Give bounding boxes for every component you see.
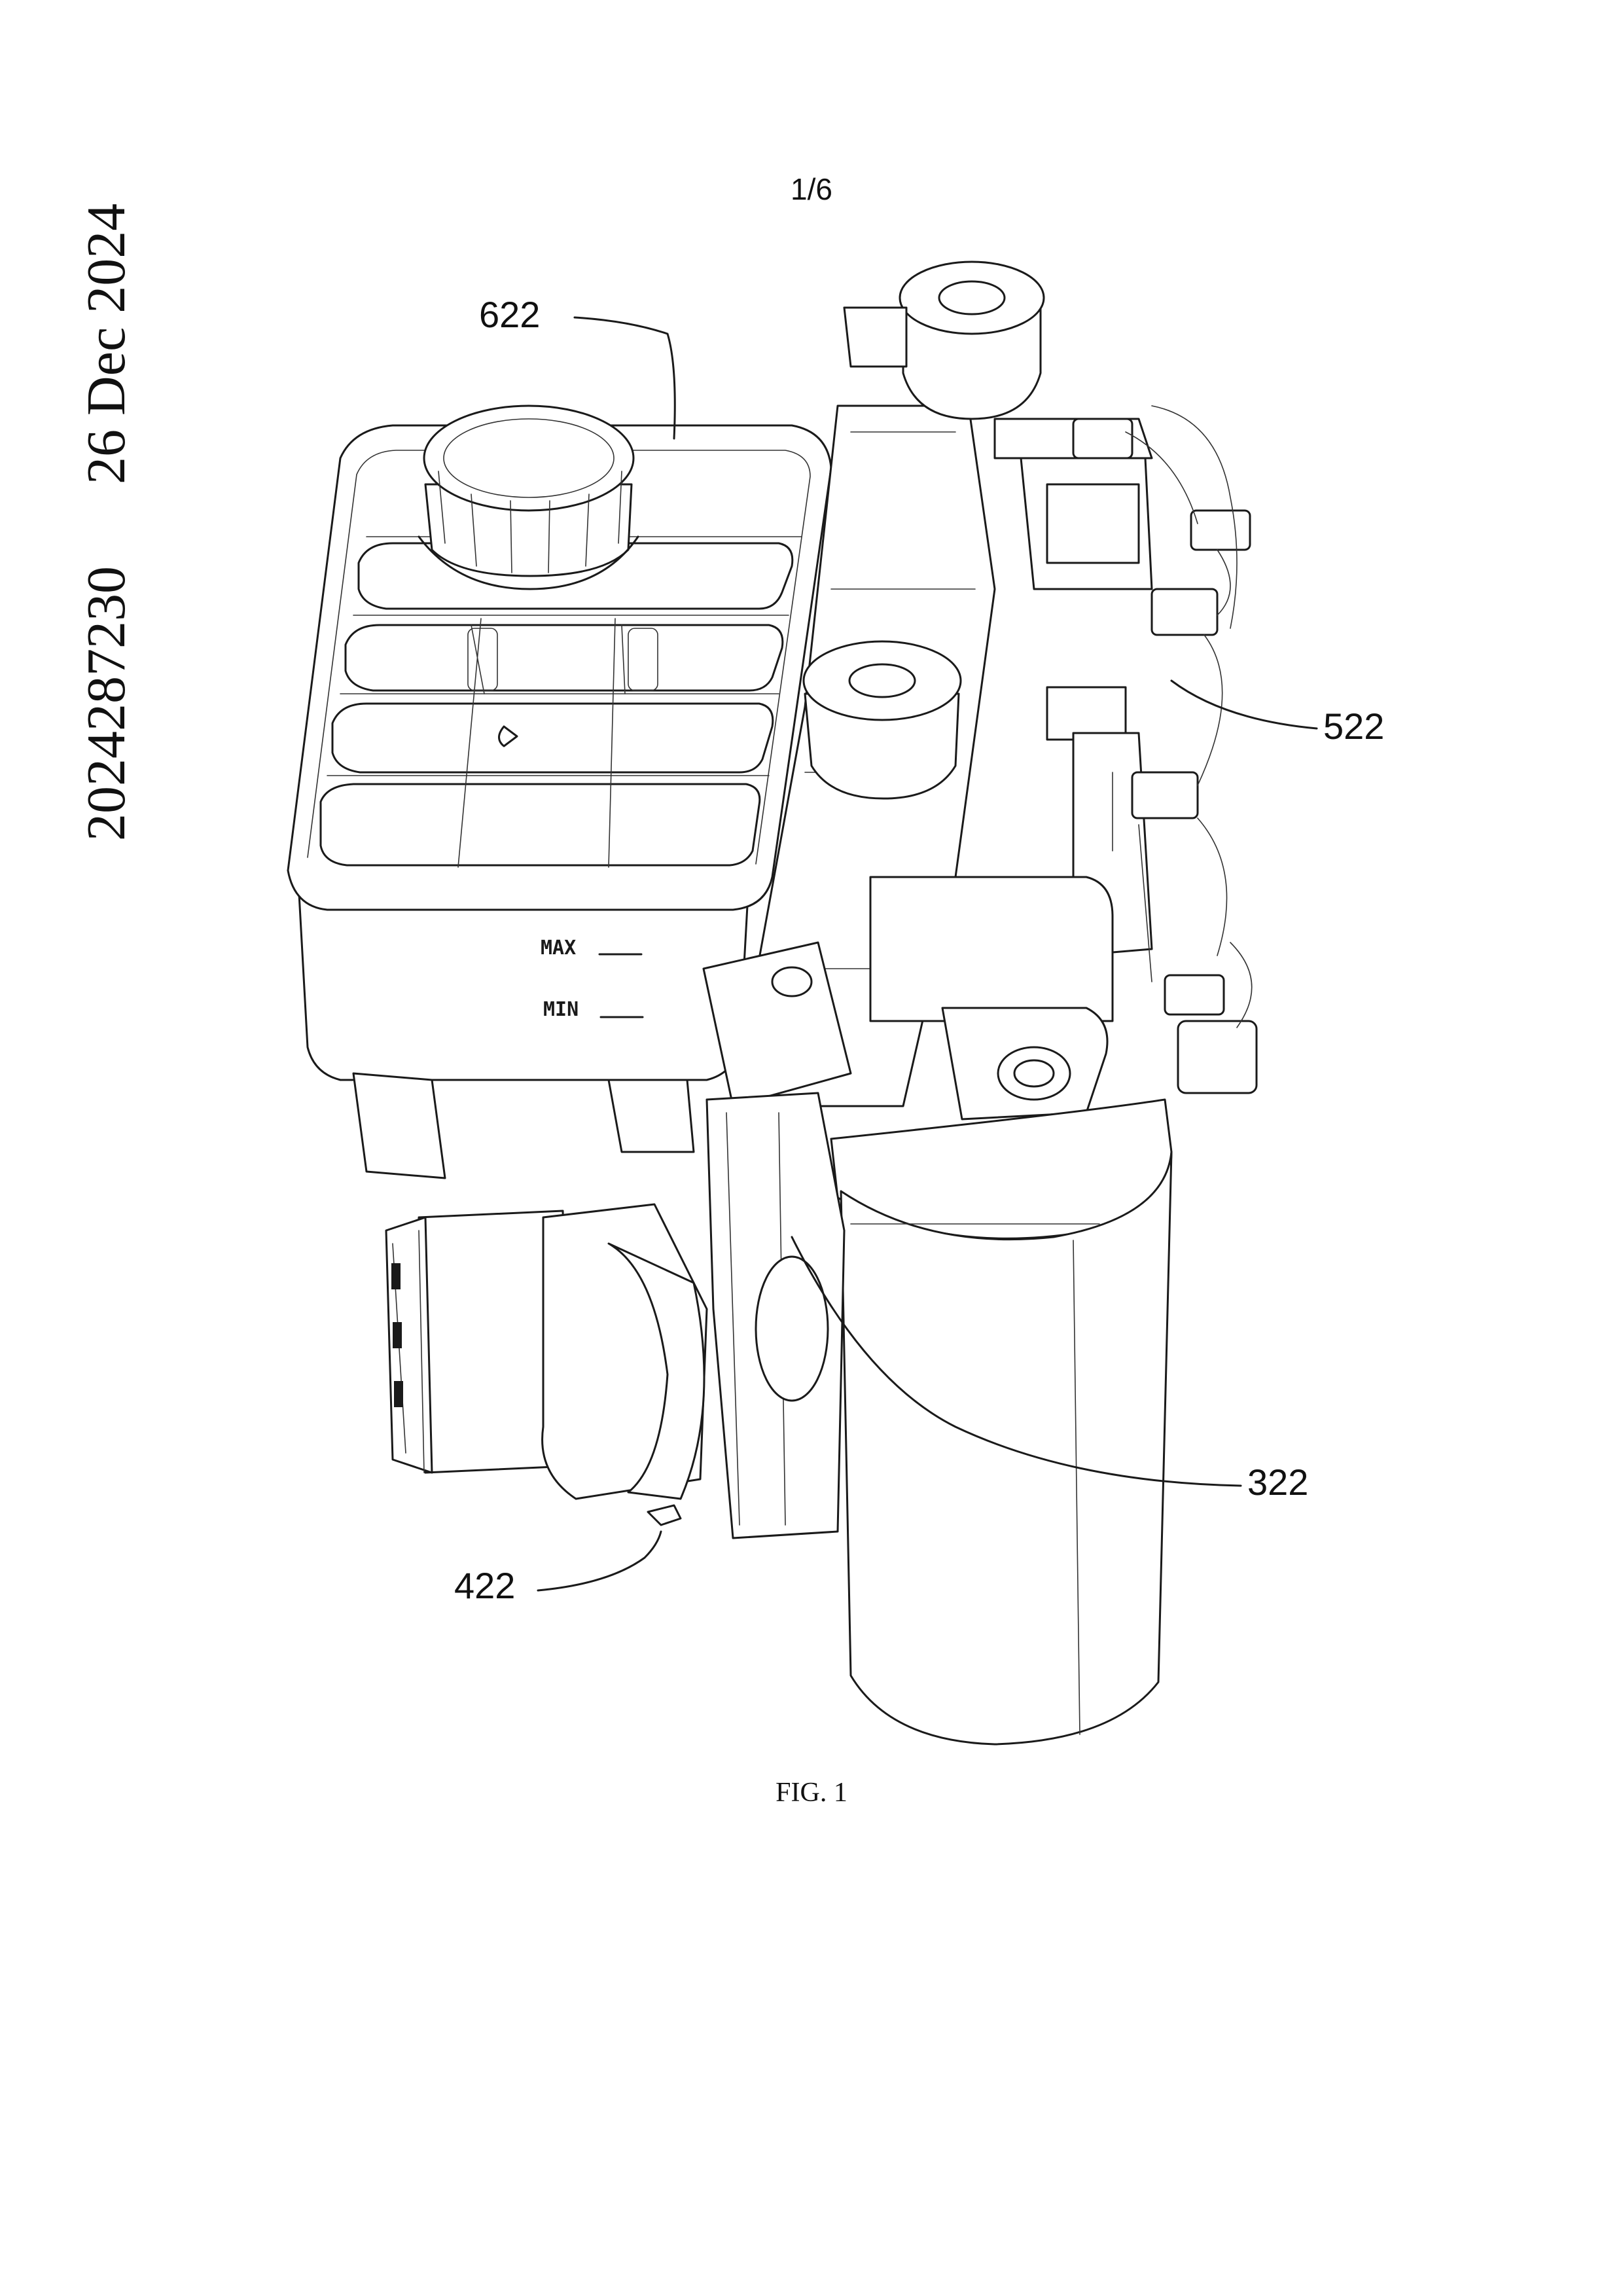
min-mark: MIN — [543, 998, 579, 1021]
figure-caption: FIG. 1 — [713, 1777, 910, 1808]
ref-numeral-322: 322 — [1247, 1461, 1308, 1503]
ref-numeral-622: 622 — [479, 293, 540, 336]
reservoir-cap — [419, 406, 638, 589]
max-mark: MAX — [541, 937, 576, 960]
motor-actuator — [386, 1093, 844, 1538]
ref-numeral-422: 422 — [454, 1564, 515, 1607]
ref-numeral-522: 522 — [1323, 705, 1384, 747]
filter-canister — [831, 877, 1171, 1744]
